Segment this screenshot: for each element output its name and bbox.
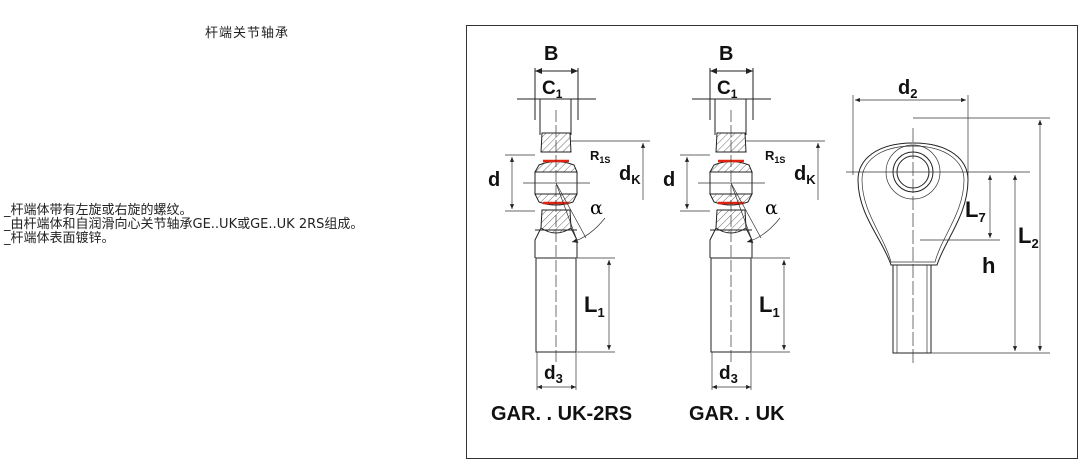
dim-B: B bbox=[719, 43, 733, 65]
dim-d: d bbox=[663, 169, 675, 191]
side-view-uk bbox=[680, 68, 825, 390]
dim-d3: d3 bbox=[544, 363, 563, 386]
view-label-uk: GAR. . UK bbox=[689, 403, 785, 425]
dim-alpha: α bbox=[765, 197, 778, 219]
dim-alpha: α bbox=[590, 197, 603, 219]
note-zinc-plating: _杆端体表面镀锌。 bbox=[4, 231, 115, 246]
note-thread: _杆端体带有左旋或右旋的螺纹。 bbox=[4, 203, 193, 218]
page-title: 杆端关节轴承 bbox=[205, 26, 290, 41]
dim-h: h bbox=[982, 253, 995, 278]
drawing-frame bbox=[466, 25, 1078, 459]
note-composition: _由杆端体和自润滑向心关节轴承GE..UK或GE..UK 2RS组成。 bbox=[4, 217, 364, 232]
view-label-2rs: GAR. . UK-2RS bbox=[491, 403, 632, 425]
feature-notes: _杆端体带有左旋或右旋的螺纹。 _由杆端体和自润滑向心关节轴承GE..UK或GE… bbox=[4, 204, 363, 246]
dim-d2: d2 bbox=[898, 77, 917, 101]
dim-L2: L2 bbox=[1018, 223, 1039, 251]
dim-dK: dK bbox=[619, 163, 641, 187]
dim-B: B bbox=[544, 43, 558, 65]
dim-L1: L1 bbox=[584, 292, 605, 320]
dim-d: d bbox=[488, 169, 500, 191]
dim-R1s: R1S bbox=[765, 148, 785, 165]
dim-C1: C1 bbox=[717, 78, 738, 101]
dim-L7: L7 bbox=[965, 197, 986, 225]
dim-R1s: R1S bbox=[590, 148, 610, 165]
front-view bbox=[846, 95, 1050, 365]
side-view-2rs bbox=[505, 68, 650, 390]
dim-C1: C1 bbox=[542, 78, 563, 101]
dim-L1: L1 bbox=[759, 292, 780, 320]
dim-dK: dK bbox=[794, 163, 816, 187]
dim-d3: d3 bbox=[719, 363, 738, 386]
